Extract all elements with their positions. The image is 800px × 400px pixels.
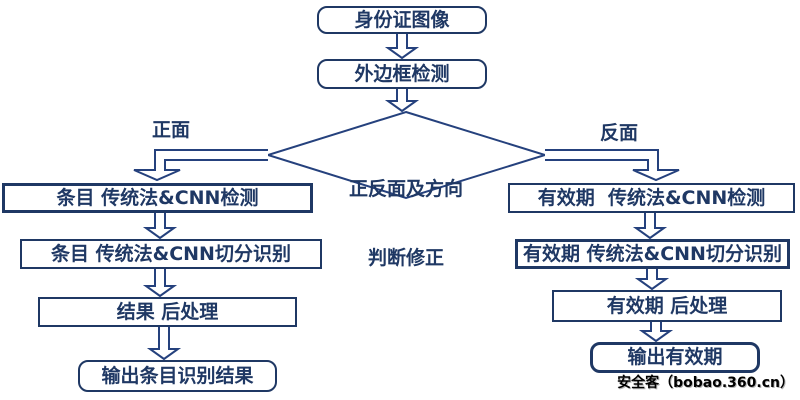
arrow-back-step3-to-step4-icon xyxy=(638,322,674,343)
branch-label-front: 正面 xyxy=(152,119,191,141)
node-front-postprocess: 结果 后处理 xyxy=(38,297,297,327)
node-idcard-image: 身份证图像 xyxy=(317,6,487,34)
arrow-back-step2-to-step3-icon xyxy=(634,268,670,291)
branch-label-back: 反面 xyxy=(600,122,639,144)
elbow-arrow-decision-to-front-icon xyxy=(133,149,268,182)
arrow-front-step2-to-step3-icon xyxy=(142,268,178,298)
node-outer-border-detection: 外边框检测 xyxy=(317,59,487,89)
arrow-border-to-decision-icon xyxy=(384,88,420,113)
decision-diamond-shape xyxy=(264,110,549,200)
node-front-segmentation-recognition: 条目 传统法&CNN切分识别 xyxy=(20,239,322,269)
elbow-arrow-decision-to-back-icon xyxy=(545,149,680,182)
watermark-text: 安全客（bobao.360.cn） xyxy=(617,375,794,391)
node-front-detection: 条目 传统法&CNN检测 xyxy=(2,183,313,213)
arrow-back-step1-to-step2-icon xyxy=(632,212,668,240)
arrow-start-to-border-icon xyxy=(384,34,420,60)
decision-label-line1: 正反面及方向 xyxy=(348,178,463,200)
decision-label-line2: 判断修正 xyxy=(367,247,444,269)
node-back-output: 输出有效期 xyxy=(590,342,760,373)
node-back-postprocess: 有效期 后处理 xyxy=(552,290,782,322)
arrow-front-step3-to-step4-icon xyxy=(146,327,182,361)
node-back-segmentation-recognition: 有效期 传统法&CNN切分识别 xyxy=(515,239,790,269)
node-back-detection: 有效期 传统法&CNN检测 xyxy=(508,183,795,213)
node-front-output: 输出条目识别结果 xyxy=(78,360,277,392)
arrow-front-step1-to-step2-icon xyxy=(142,212,178,240)
decision-node-label: 正反面及方向 判断修正 xyxy=(316,132,496,269)
